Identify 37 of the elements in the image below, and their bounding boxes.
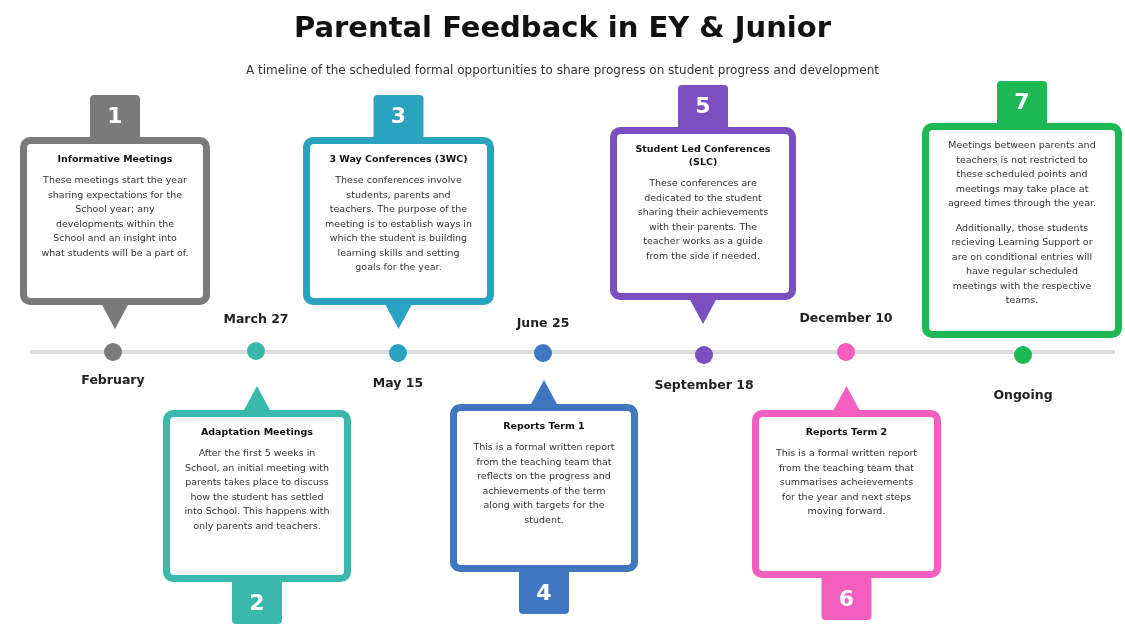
date-label: September 18 — [654, 377, 754, 392]
card-heading: Student Led Conferences (SLC) — [634, 142, 772, 168]
card-heading: Informative Meetings — [56, 152, 174, 165]
timeline-dot — [837, 343, 855, 361]
date-label: December 10 — [799, 310, 893, 325]
card-heading: Adaptation Meetings — [199, 425, 315, 438]
card-text: This is a formal written report from the teaching team that reflects on the progress and achievements of the term along with targets for the student. — [472, 440, 616, 527]
step-number: 1 — [106, 103, 124, 129]
date-label: June 25 — [516, 315, 570, 330]
step-number: 5 — [694, 93, 712, 119]
date-label: Ongoing — [993, 387, 1053, 402]
card-text: These meetings start the year sharing expectations for the School year; any developments within the School and an insight into what students will be a part of. — [41, 173, 189, 260]
card-text: After the first 5 weeks in School, an initial meeting with parents takes place to discuss how the student has settled into School. This happens with only parents and teachers. — [184, 446, 330, 533]
timeline-dot — [534, 344, 552, 362]
card-text: This is a formal written report from the teaching team that summarises acheievements for the year and next steps moving forward. — [774, 446, 919, 518]
timeline-dot — [389, 344, 407, 362]
title: Parental Feedback in EY & Junior — [294, 10, 831, 44]
card-text: Meetings between parents and teachers is not restricted to these scheduled points and meetings may take place at agreed times through the year. — [947, 138, 1097, 210]
step-number: 4 — [535, 580, 553, 606]
date-label: February — [81, 372, 145, 387]
timeline-dot — [1014, 346, 1032, 364]
card-text: These conferences involve students, parents and teachers. The purpose of the meeting is to establish ways in which the student is building learning skills and setting goals for the year. — [324, 173, 473, 274]
card-heading: 3 Way Conferences (3WC) — [328, 152, 469, 165]
timeline-dot — [247, 342, 265, 360]
card-heading: Reports Term 1 — [502, 419, 586, 432]
subtitle: A timeline of the scheduled formal opportunities to share progress on student progress and development — [246, 63, 879, 77]
step-number: 2 — [248, 590, 266, 616]
date-label: March 27 — [223, 311, 289, 326]
step-number: 7 — [1013, 89, 1031, 115]
timeline-dot — [695, 346, 713, 364]
step-number: 6 — [837, 586, 856, 612]
card-text: Additionally, those students recieving Learning Support or are on conditional entries will have regular scheduled meetings with the respective teams. — [950, 220, 1094, 307]
date-label: May 15 — [372, 375, 424, 390]
card-heading: Reports Term 2 — [804, 425, 889, 438]
card-text: These conferences are dedicated to the student sharing their achievements with their parents. The teacher works as a guide from the side if needed. — [636, 176, 770, 263]
step-number: 3 — [389, 103, 408, 129]
timeline-dot — [104, 343, 122, 361]
